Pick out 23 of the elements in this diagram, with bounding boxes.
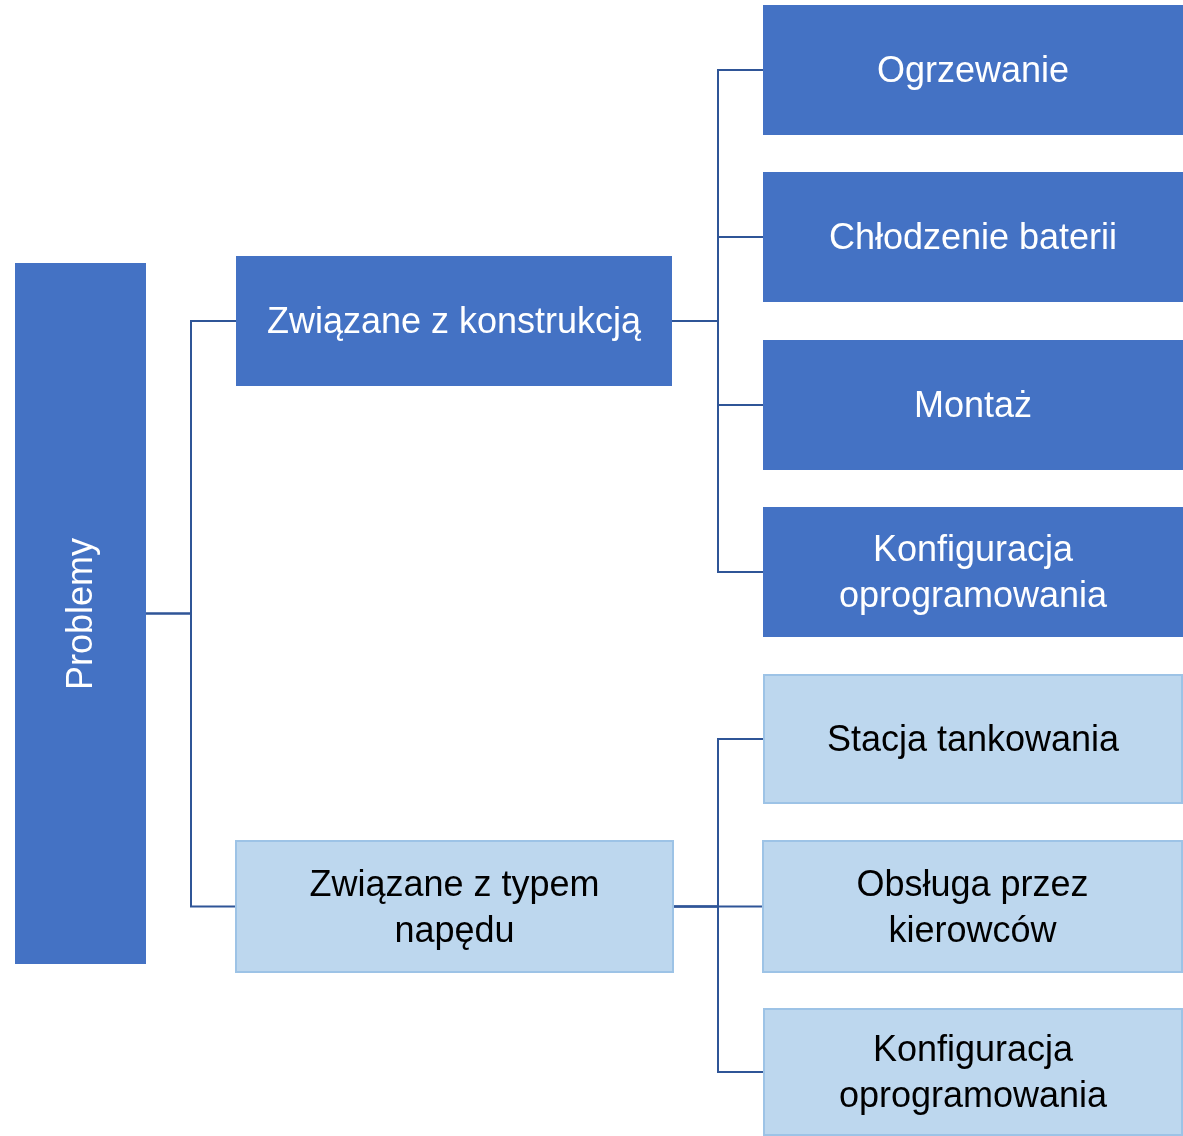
box-label: Konfiguracja oprogramowania bbox=[837, 527, 1109, 617]
box-label: Chłodzenie baterii bbox=[827, 215, 1119, 259]
category-box bbox=[763, 340, 1183, 470]
box-label: Ogrzewanie bbox=[875, 48, 1071, 92]
category-box bbox=[762, 840, 1183, 973]
box-label: Konfiguracja oprogramowania bbox=[837, 1027, 1109, 1117]
category-box bbox=[763, 674, 1183, 804]
category-box bbox=[236, 256, 672, 386]
box-label: Montaż bbox=[912, 383, 1034, 427]
connector-line bbox=[145, 612, 236, 908]
box-label: Związane z konstrukcją bbox=[265, 299, 643, 343]
category-box bbox=[763, 172, 1183, 302]
category-box bbox=[763, 507, 1183, 637]
connector-line bbox=[671, 320, 764, 573]
box-label: Związane z typem napędu bbox=[308, 861, 601, 952]
box-label: Obsługa przez kierowców bbox=[855, 861, 1090, 952]
category-box bbox=[763, 5, 1183, 135]
box-label: Problemy bbox=[58, 536, 102, 692]
box-label: Stacja tankowania bbox=[825, 717, 1121, 761]
category-box bbox=[15, 263, 146, 964]
category-box bbox=[235, 840, 674, 973]
category-box bbox=[763, 1008, 1183, 1136]
connector-line bbox=[673, 905, 764, 1073]
